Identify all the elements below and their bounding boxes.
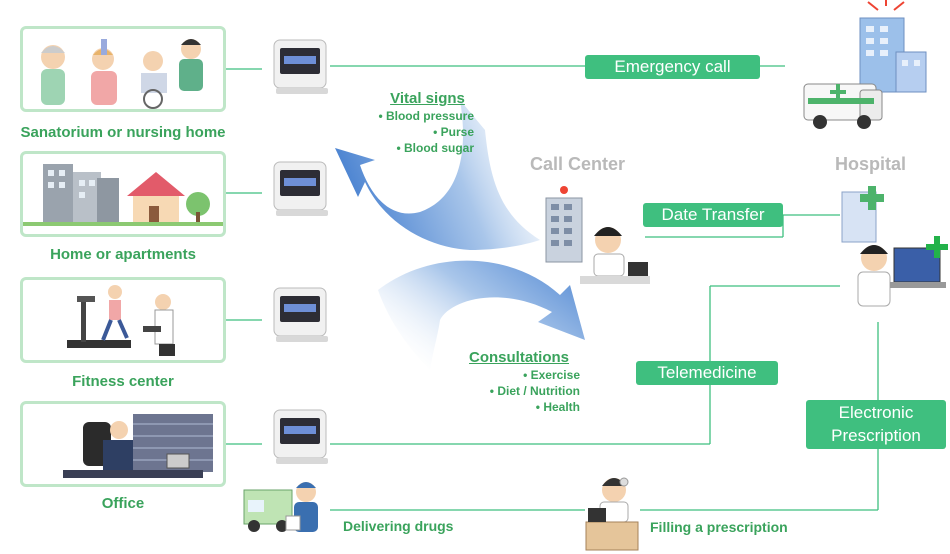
monitor-device-icon [273,161,328,216]
location-box-home [20,151,226,237]
location-box-office [20,401,226,487]
emergency-call-pill: Emergency call [585,55,760,79]
call-center-label: Call Center [530,154,626,174]
location-label-fitness: Fitness center [72,373,174,390]
vital-signs-item: • Blood pressure [378,109,474,123]
monitor-device-icon [273,39,328,94]
vital-signs-item: • Blood sugar [396,141,474,155]
fitness-center-icon [67,285,175,356]
location-box-fitness [20,277,226,363]
delivery-truck-icon [243,482,318,532]
hospital-building-icon [859,0,927,93]
consultations-item: • Exercise [523,368,580,382]
location-label-office: Office [101,495,145,512]
electronic-prescription-line: Prescription [831,426,921,445]
delivering-drugs-label: Delivering drugs [343,518,454,534]
monitor-device-icon [273,409,328,464]
call-center-icon [545,186,650,284]
office-icon [63,414,213,478]
telemedicine-pill: Telemedicine [636,361,778,385]
electronic-prescription-pill: Electronic Prescription [806,400,946,449]
nursing-home-icon [41,39,203,109]
vital-signs-title: Vital signs [390,90,465,107]
filling-prescription-label: Filling a prescription [650,519,788,535]
ambulance-icon [803,83,883,129]
consultations-item: • Diet / Nutrition [489,384,580,398]
hospital-label: Hospital [835,154,907,174]
consultations-title: Consultations [469,349,569,366]
vital-signs-block: Vital signs [330,90,525,107]
location-label-home: Home or apartments [50,246,196,263]
date-transfer-pill: Date Transfer [643,203,783,227]
pharmacist-icon [585,477,639,551]
consultations-arrow [378,260,585,370]
home-apartments-icon [23,164,223,226]
location-label-nursing-home: Sanatorium or nursing home [20,124,226,141]
vital-signs-item: • Purse [433,125,474,139]
consultations-item: • Health [535,400,580,414]
location-box-nursing-home [20,26,226,112]
doctor-laptop-icon [841,186,948,307]
monitor-device-icon [273,287,328,342]
vital-signs-arrow [335,100,540,250]
electronic-prescription-line: Electronic [838,403,914,422]
